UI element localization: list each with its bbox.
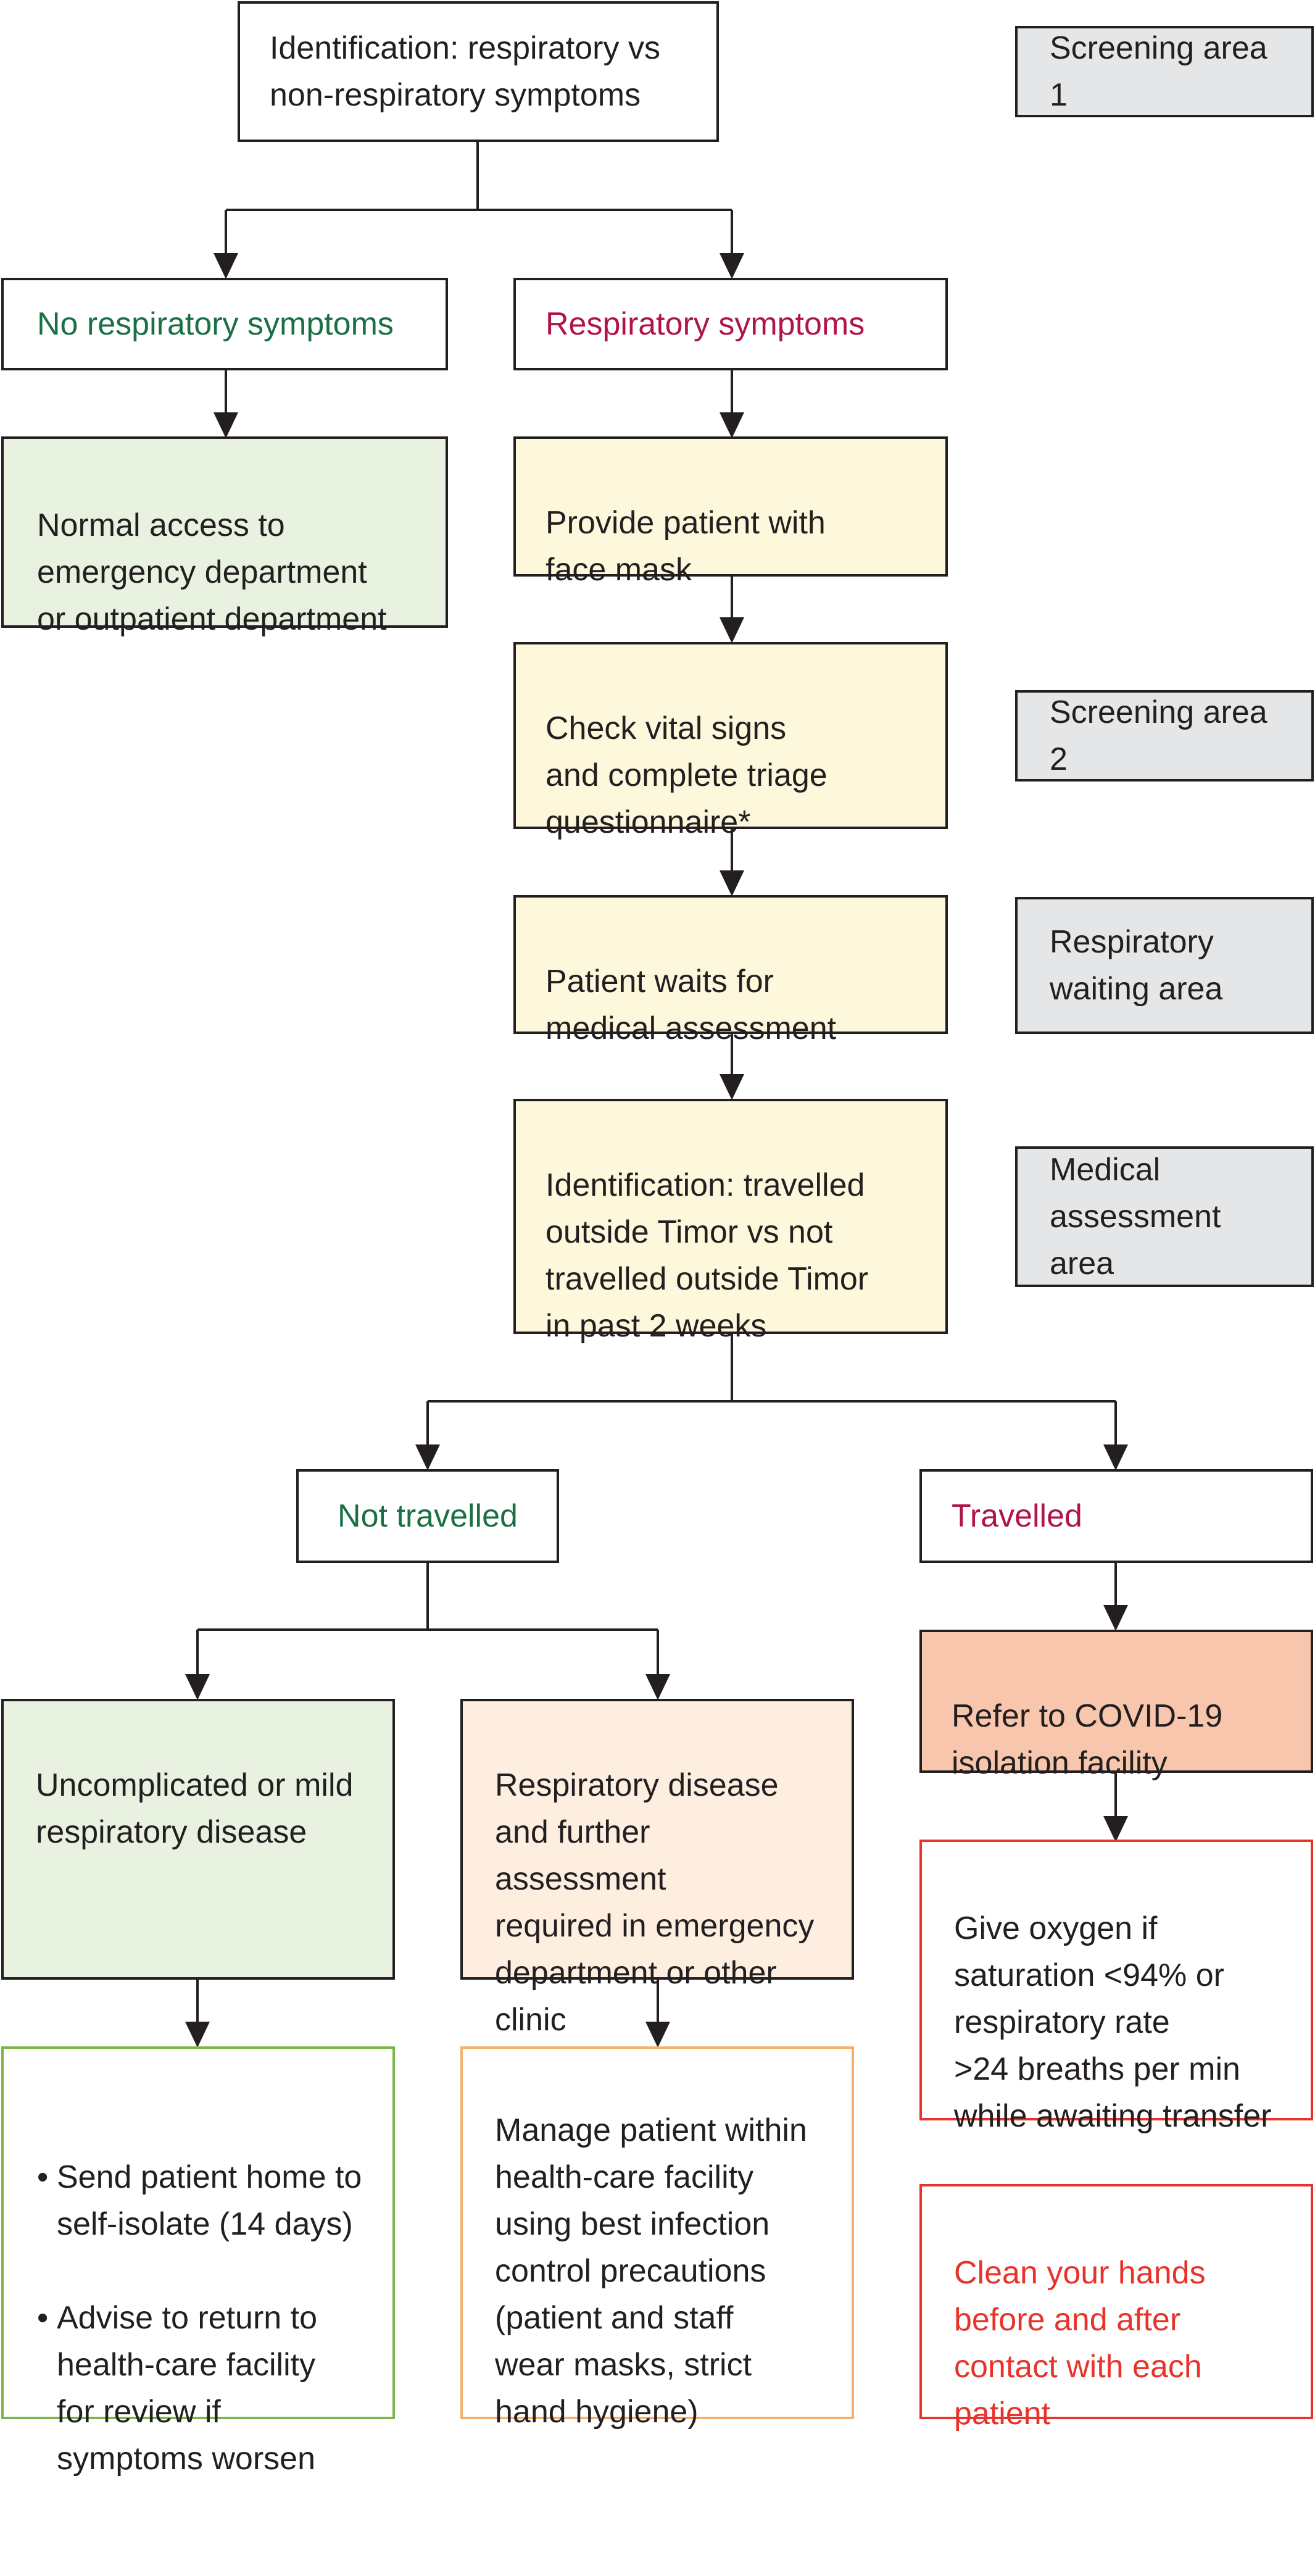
connector-travel-split: [426, 1333, 1117, 1444]
arrowhead-icon: [1103, 1444, 1128, 1470]
node-manage-patient-text: Manage patient within health-care facili…: [495, 2112, 807, 2430]
node-identification-symptoms-text: Identification: respiratory vs non-respi…: [270, 30, 660, 113]
area-respiratory-waiting-label: Respiratory waiting area: [1050, 924, 1223, 1007]
area-screening-2-label: Screening area 2: [1050, 694, 1267, 777]
node-refer-isolation: Refer to COVID-19 isolation facility: [919, 1630, 1313, 1781]
node-give-oxygen: Give oxygen if saturation <94% or respir…: [919, 1840, 1313, 2134]
arrowhead-icon: [185, 2022, 210, 2048]
node-give-oxygen-text: Give oxygen if saturation <94% or respir…: [954, 1911, 1272, 2134]
area-screening-2: Screening area 2: [1015, 690, 1314, 782]
arrowhead-icon: [185, 1674, 210, 1700]
node-refer-isolation-text: Refer to COVID-19 isolation facility: [952, 1698, 1223, 1781]
node-face-mask: Provide patient with face mask: [513, 436, 948, 588]
arrowhead-icon: [720, 412, 744, 438]
node-identification-travel-text: Identification: travelled outside Timor …: [545, 1167, 869, 1344]
node-identification-travel: Identification: travelled outside Timor …: [513, 1099, 948, 1344]
node-not-travelled-text: Not travelled: [338, 1498, 518, 1534]
node-face-mask-text: Provide patient with face mask: [545, 505, 826, 588]
node-identification-symptoms: Identification: respiratory vs non-respi…: [238, 1, 719, 142]
node-respiratory-disease-text: Respiratory disease and further assessme…: [495, 1767, 815, 2038]
node-uncomplicated: Uncomplicated or mild respiratory diseas…: [1, 1699, 395, 1980]
arrowhead-icon: [415, 1444, 440, 1470]
connector-not-travelled-split: [196, 1562, 659, 1674]
arrowhead-icon: [720, 617, 744, 643]
arrowhead-icon: [1103, 1816, 1128, 1842]
arrowhead-icon: [1103, 1605, 1128, 1631]
node-no-respiratory-symptoms: No respiratory symptoms: [1, 278, 448, 370]
arrowhead-icon: [720, 870, 744, 896]
area-medical-assessment-label: Medical assessment area: [1050, 1152, 1221, 1282]
list-item: Send patient home to self-isolate (14 da…: [36, 2154, 373, 2248]
node-not-travelled: Not travelled: [296, 1469, 559, 1563]
arrowhead-icon: [214, 253, 238, 279]
list-item: Advise to return to health-care facility…: [36, 2295, 373, 2482]
node-patient-waits: Patient waits for medical assessment: [513, 895, 948, 1046]
node-manage-patient: Manage patient within health-care facili…: [460, 2046, 854, 2430]
node-patient-waits-text: Patient waits for medical assessment: [545, 964, 837, 1046]
node-respiratory-disease: Respiratory disease and further assessme…: [460, 1699, 854, 2038]
node-vital-signs-text: Check vital signs and complete triage qu…: [545, 711, 828, 840]
node-home-isolate: Send patient home to self-isolate (14 da…: [1, 2046, 395, 2477]
area-screening-1: Screening area 1: [1015, 26, 1314, 117]
arrowhead-icon: [214, 412, 238, 438]
node-clean-hands: Clean your hands before and after contac…: [919, 2184, 1313, 2432]
node-normal-access: Normal access to emergency department or…: [1, 436, 448, 637]
node-travelled-text: Travelled: [952, 1498, 1082, 1534]
area-respiratory-waiting: Respiratory waiting area: [1015, 897, 1314, 1034]
node-respiratory-symptoms-text: Respiratory symptoms: [545, 306, 865, 342]
arrowhead-icon: [720, 1074, 744, 1100]
arrowhead-icon: [645, 1674, 670, 1700]
node-travelled: Travelled: [919, 1469, 1313, 1563]
node-no-respiratory-symptoms-text: No respiratory symptoms: [37, 306, 394, 342]
area-screening-1-label: Screening area 1: [1050, 30, 1267, 113]
node-normal-access-text: Normal access to emergency department or…: [37, 507, 387, 637]
flow-connectors: [185, 141, 1128, 2048]
connector-identification-split: [225, 141, 733, 253]
home-isolate-list: Send patient home to self-isolate (14 da…: [36, 2107, 373, 2529]
node-uncomplicated-text: Uncomplicated or mild respiratory diseas…: [36, 1767, 354, 1850]
node-vital-signs: Check vital signs and complete triage qu…: [513, 642, 948, 840]
node-clean-hands-text: Clean your hands before and after contac…: [954, 2255, 1206, 2432]
area-medical-assessment: Medical assessment area: [1015, 1146, 1314, 1287]
node-respiratory-symptoms: Respiratory symptoms: [513, 278, 948, 370]
arrowhead-icon: [645, 2022, 670, 2048]
arrowhead-icon: [720, 253, 744, 279]
